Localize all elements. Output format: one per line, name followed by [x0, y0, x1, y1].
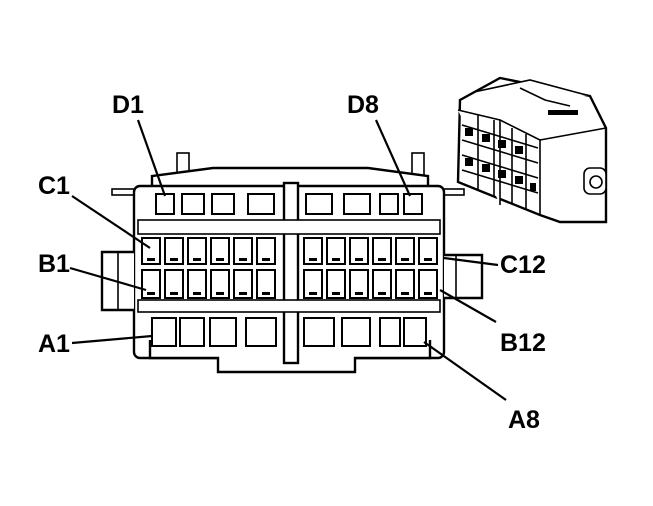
cavity-d6 [343, 193, 371, 215]
cavity-c11 [395, 237, 415, 265]
cavity-a6 [341, 317, 371, 347]
label-b1: B1 [38, 250, 70, 278]
terminal-b7 [309, 292, 317, 295]
terminal-b6 [262, 292, 270, 295]
row-c-cavities [141, 237, 438, 265]
cavity-b4 [210, 269, 230, 299]
cavity-b2 [164, 269, 184, 299]
center-divider [282, 181, 300, 365]
cavity-b10 [372, 269, 392, 299]
terminal-c6 [262, 258, 270, 261]
leader-a1 [71, 334, 153, 345]
cavity-c3 [187, 237, 207, 265]
cavity-b3 [187, 269, 207, 299]
pin-labels: D1 D8 C1 B1 A1 C12 B12 A8 [38, 91, 546, 434]
label-a1: A1 [38, 330, 70, 358]
terminal-c8 [332, 258, 340, 261]
terminal-c11 [401, 258, 409, 261]
label-b12: B12 [500, 329, 546, 357]
cavity-a4 [245, 317, 277, 347]
leader-b1 [69, 266, 147, 292]
terminal-c9 [355, 258, 363, 261]
cavity-a3 [209, 317, 237, 347]
row-b-cavities [141, 269, 438, 299]
terminal-b10 [378, 292, 386, 295]
cavity-a7 [379, 317, 401, 347]
cavity-c8 [326, 237, 346, 265]
cavity-d8 [403, 193, 423, 215]
cavity-b8 [326, 269, 346, 299]
terminal-b1 [147, 292, 155, 295]
cavity-d5 [305, 193, 333, 215]
label-c1: C1 [38, 172, 70, 200]
cavity-d2 [181, 193, 205, 215]
top-hood [150, 166, 430, 188]
cavity-a8 [403, 317, 427, 347]
cavity-b12 [418, 269, 438, 299]
cavity-c6 [256, 237, 276, 265]
cavity-b11 [395, 269, 415, 299]
leader-lines [69, 119, 507, 401]
row-a-cavities [151, 317, 427, 347]
upper-band [137, 219, 441, 235]
label-a8: A8 [508, 406, 540, 434]
terminal-b5 [239, 292, 247, 295]
iso-top-edge [473, 79, 591, 97]
leader-c1 [71, 195, 151, 249]
label-d1: D1 [112, 91, 144, 119]
iso-face-grid [461, 115, 539, 210]
terminal-c12 [424, 258, 432, 261]
terminal-c3 [193, 258, 201, 261]
terminal-b12 [424, 292, 432, 295]
cavity-c2 [164, 237, 184, 265]
leader-b12 [439, 289, 497, 323]
cavity-b5 [233, 269, 253, 299]
cavity-b6 [256, 269, 276, 299]
cavity-c7 [303, 237, 323, 265]
cavity-b7 [303, 269, 323, 299]
terminal-c10 [378, 258, 386, 261]
iso-mid-edge [539, 127, 607, 141]
terminal-c2 [170, 258, 178, 261]
row-d-cavities [155, 193, 423, 215]
cavity-c5 [233, 237, 253, 265]
leader-d8 [374, 119, 412, 197]
terminal-c1 [147, 258, 155, 261]
cavity-d3 [211, 193, 235, 215]
cavity-b1 [141, 269, 161, 299]
iso-cavity-shading [465, 110, 578, 191]
connector-isometric-view [456, 76, 608, 224]
connector-face-view [100, 152, 484, 374]
terminal-b8 [332, 292, 340, 295]
cavity-c10 [372, 237, 392, 265]
terminal-b2 [170, 292, 178, 295]
terminal-b4 [216, 292, 224, 295]
label-d8: D8 [347, 91, 379, 119]
cavity-c9 [349, 237, 369, 265]
leader-c12 [443, 256, 499, 267]
cavity-d4 [247, 193, 275, 215]
iso-top-latch [519, 87, 571, 107]
leader-a8 [423, 341, 507, 401]
cavity-d1 [155, 193, 175, 215]
leader-d1 [136, 119, 167, 197]
iso-side-hole [589, 175, 603, 189]
lower-band [137, 299, 441, 313]
terminal-c4 [216, 258, 224, 261]
terminal-b3 [193, 292, 201, 295]
label-c12: C12 [500, 251, 546, 279]
cavity-c4 [210, 237, 230, 265]
cavity-b9 [349, 269, 369, 299]
terminal-c5 [239, 258, 247, 261]
cavity-c12 [418, 237, 438, 265]
cavity-a5 [303, 317, 335, 347]
cavity-d7 [379, 193, 399, 215]
cavity-a2 [179, 317, 205, 347]
terminal-b9 [355, 292, 363, 295]
terminal-b11 [401, 292, 409, 295]
right-ear [444, 253, 484, 300]
terminal-c7 [309, 258, 317, 261]
cavity-a1 [151, 317, 177, 347]
